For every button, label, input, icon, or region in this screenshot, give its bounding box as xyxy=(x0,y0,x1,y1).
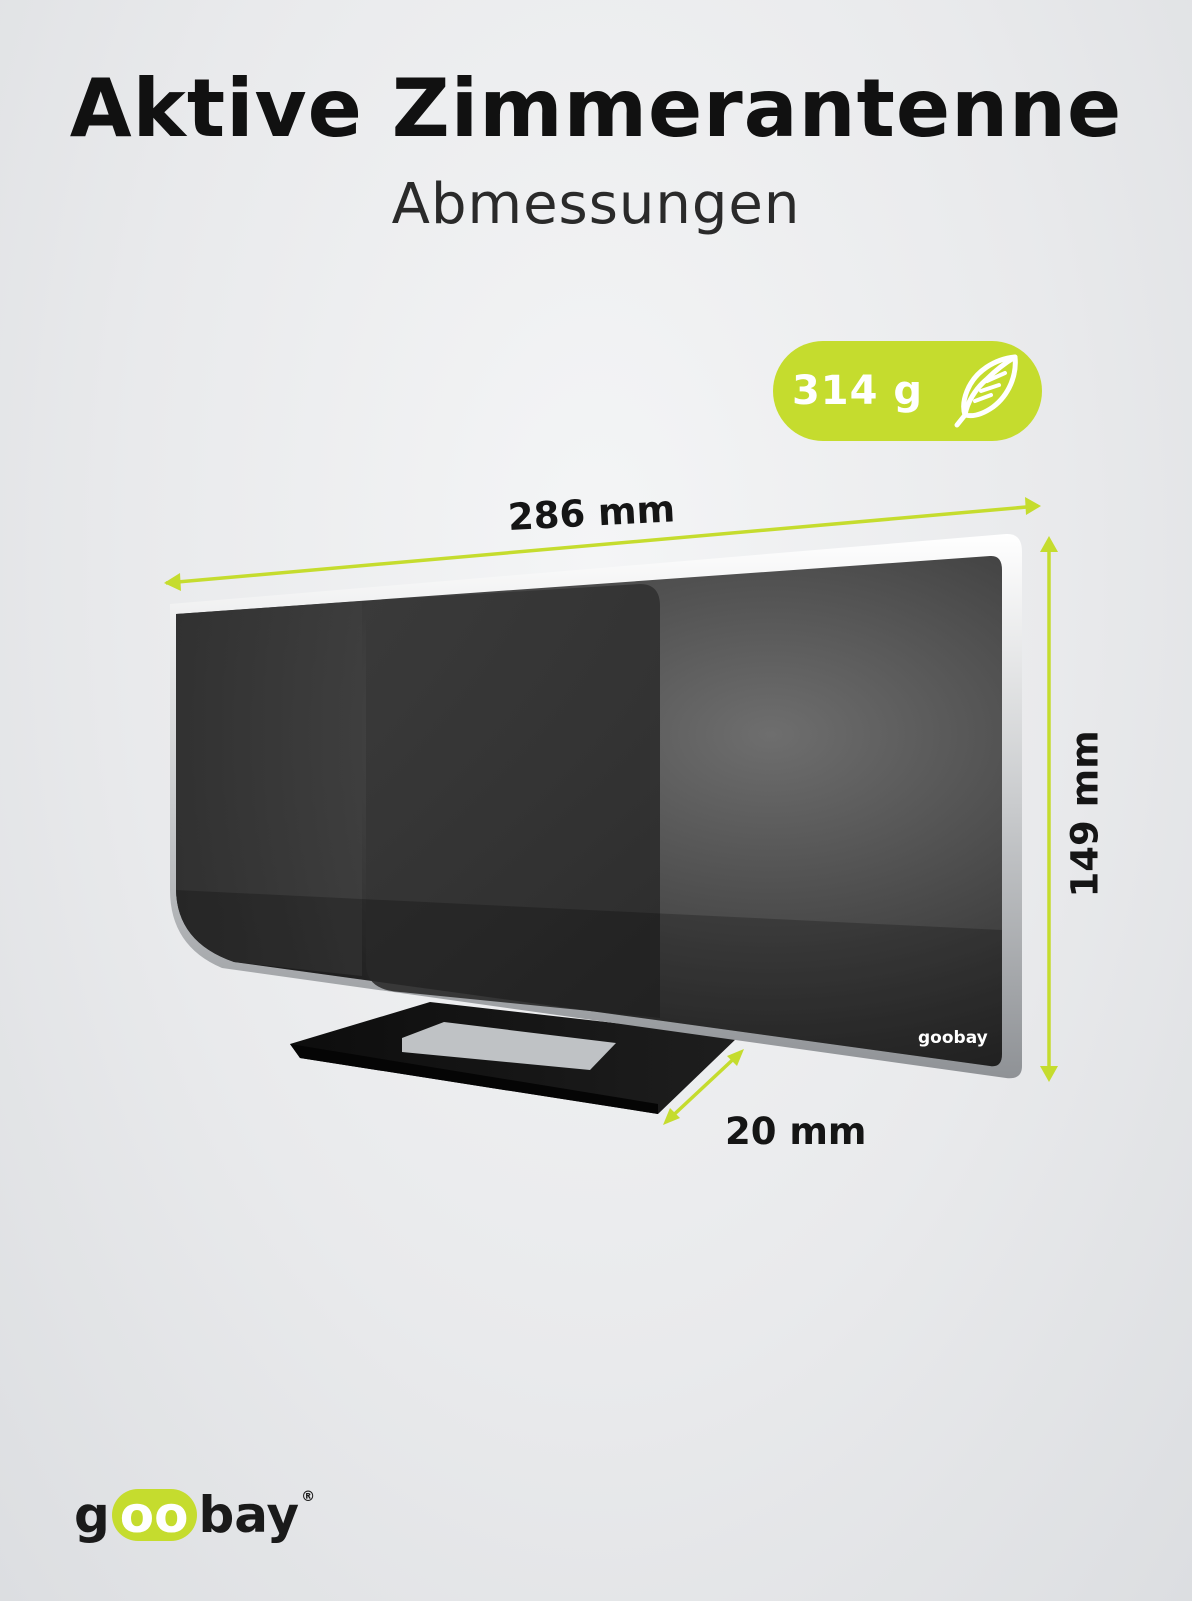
page-title: Aktive Zimmerantenne xyxy=(69,62,1123,155)
weight-badge: 314 g xyxy=(773,341,1042,441)
logo-oo: oo xyxy=(111,1489,197,1541)
height-label: 149 mm xyxy=(1063,730,1107,898)
depth-arrow xyxy=(663,1049,744,1125)
logo-rest: bay xyxy=(198,1486,300,1544)
depth-label: 20 mm xyxy=(725,1110,867,1153)
antenna-stand xyxy=(290,1002,738,1114)
width-arrow xyxy=(164,497,1041,591)
page-subtitle: Abmessungen xyxy=(391,172,801,237)
height-arrow xyxy=(1040,536,1058,1082)
weight-value: 314 g xyxy=(791,368,924,414)
brand-logo: g oo bay ® xyxy=(74,1489,315,1541)
width-label: 286 mm xyxy=(506,487,677,539)
logo-g: g xyxy=(74,1486,110,1544)
logo-registered-mark: ® xyxy=(301,1489,316,1505)
panel-logo: goobay xyxy=(918,1028,988,1048)
antenna-frame xyxy=(170,533,1022,1079)
feather-icon xyxy=(954,354,1018,428)
